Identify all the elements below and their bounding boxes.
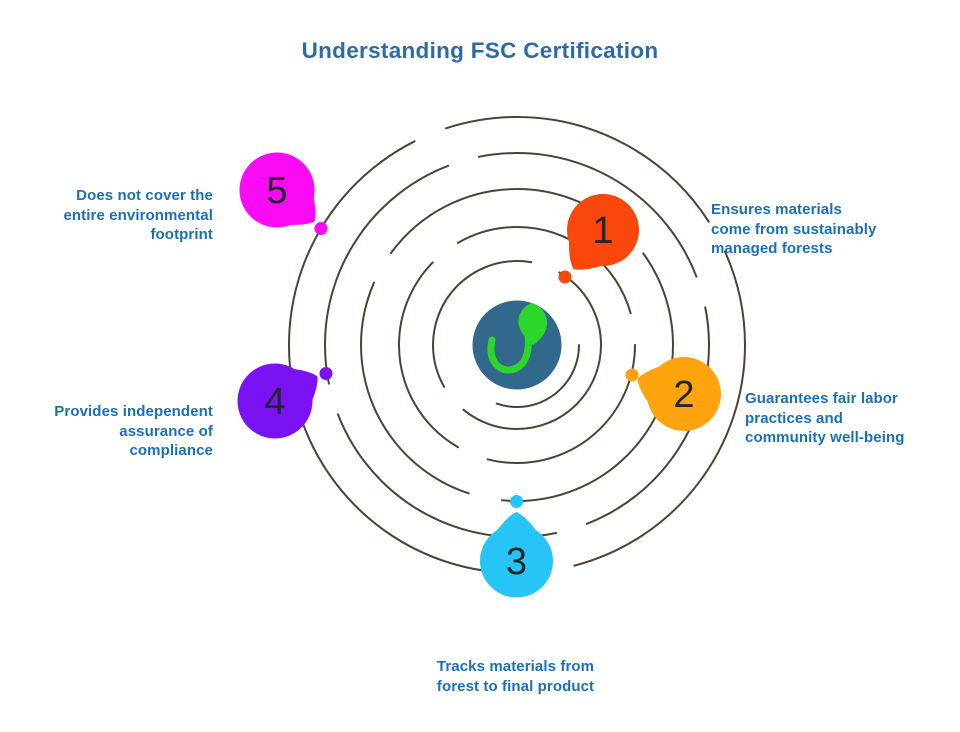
leaf-sprout-icon — [487, 303, 548, 374]
center-circle — [467, 295, 567, 395]
step-bubble-2: 2 — [625, 357, 721, 431]
step-bubble-1: 1 — [558, 194, 639, 284]
step-label-4: Provides independent assurance of compli… — [54, 403, 213, 459]
step-bubble-5: 5 — [239, 152, 328, 235]
bubble-circle — [239, 152, 315, 228]
step-bubble-4: 4 — [237, 363, 333, 439]
bubble-dot — [558, 270, 572, 284]
step-label-1: Ensures materials come from sustainably … — [711, 201, 877, 257]
bubble-dot — [319, 367, 333, 380]
step-label-3: Tracks materials from forest to final pr… — [436, 658, 595, 695]
bubble-dot — [510, 495, 523, 508]
sprout-stem — [487, 331, 532, 374]
step-bubble-3: 3 — [480, 495, 553, 598]
step-label-2: Guarantees fair labor practices and comm… — [745, 390, 905, 446]
step-number: 2 — [673, 374, 694, 416]
page-title: Understanding FSC Certification — [301, 38, 659, 63]
bubble-circle — [480, 524, 553, 598]
step-number: 3 — [506, 541, 527, 583]
spiral-arc — [454, 282, 580, 408]
bubble-dot — [625, 368, 639, 382]
spiral-arc — [398, 226, 636, 464]
sprout-leaf — [518, 303, 548, 345]
bubble-dot — [314, 222, 328, 235]
step-number: 1 — [592, 210, 613, 252]
step-number: 5 — [266, 170, 287, 212]
bubble-circle — [567, 194, 639, 266]
bubble-circle — [647, 357, 721, 431]
spiral-arc — [432, 260, 602, 430]
bubble-circle — [237, 363, 313, 439]
step-number: 4 — [264, 381, 285, 423]
center-emblem — [467, 295, 567, 395]
step-label-5: Does not cover the entire environmental … — [63, 187, 213, 243]
